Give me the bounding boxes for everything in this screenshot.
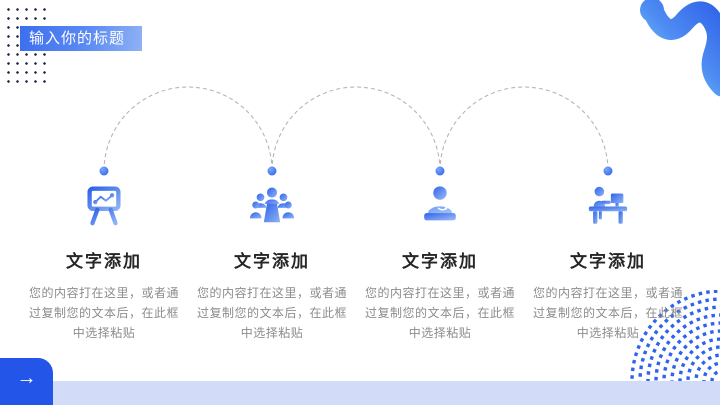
node-dot-1: [99, 166, 109, 176]
ribbon-decoration: [640, 0, 720, 97]
step-body[interactable]: 您的内容打在这里，或者通过复制您的文本后，在此框中选择粘贴: [196, 286, 347, 340]
step-title[interactable]: 文字添加: [570, 252, 646, 271]
step-body[interactable]: 您的内容打在这里，或者通过复制您的文本后，在此框中选择粘贴: [28, 286, 179, 340]
audience-group-icon: [249, 187, 295, 223]
slide-title-placeholder[interactable]: 输入你的标题: [20, 26, 142, 51]
step-column-2: 文字添加 您的内容打在这里，或者通过复制您的文本后，在此框中选择粘贴: [188, 182, 356, 343]
step-title[interactable]: 文字添加: [402, 252, 478, 271]
slide-title-text: 输入你的标题: [29, 30, 126, 47]
node-dot-4: [603, 166, 613, 176]
step-column-3: 文字添加 您的内容打在这里，或者通过复制您的文本后，在此框中选择粘贴: [356, 182, 524, 343]
node-dot-3: [435, 166, 445, 176]
step-body[interactable]: 您的内容打在这里，或者通过复制您的文本后，在此框中选择粘贴: [364, 286, 515, 340]
presentation-board-icon: [87, 186, 121, 226]
step-title[interactable]: 文字添加: [234, 252, 310, 271]
desk-workstation-icon: [588, 186, 628, 224]
speaker-podium-icon: [424, 186, 456, 221]
step-column-1: 文字添加 您的内容打在这里，或者通过复制您的文本后，在此框中选择粘贴: [20, 182, 188, 343]
step-body[interactable]: 您的内容打在这里，或者通过复制您的文本后，在此框中选择粘贴: [532, 286, 683, 340]
next-slide-button[interactable]: →: [0, 358, 53, 405]
node-dot-2: [267, 166, 277, 176]
step-title[interactable]: 文字添加: [66, 252, 142, 271]
step-column-4: 文字添加 您的内容打在这里，或者通过复制您的文本后，在此框中选择粘贴: [524, 182, 692, 343]
bottom-accent-bar: [0, 381, 720, 405]
right-arrow-icon: →: [16, 367, 37, 389]
